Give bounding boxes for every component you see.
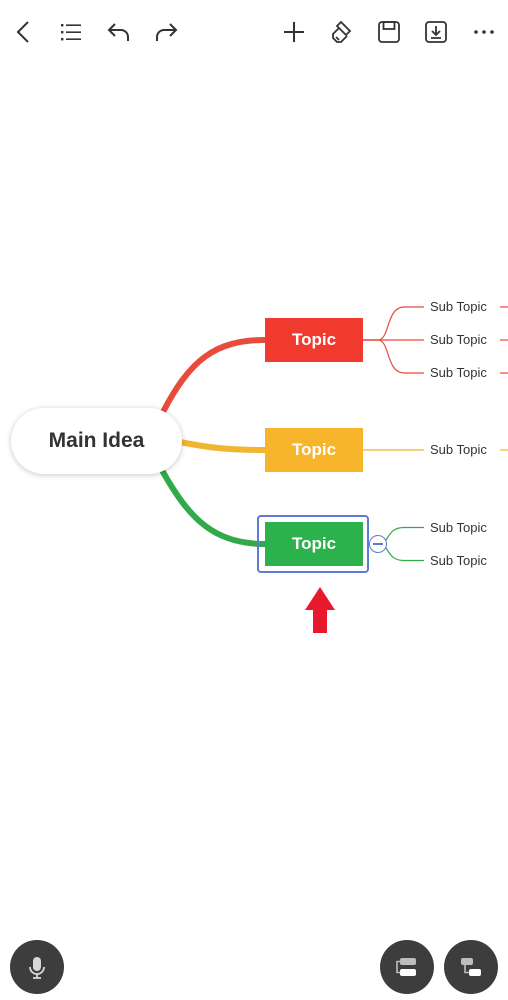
top-toolbar <box>0 0 508 64</box>
microphone-icon <box>29 957 45 979</box>
add-icon[interactable] <box>276 14 312 50</box>
subtopic-connector <box>363 339 424 374</box>
more-icon[interactable] <box>466 14 502 50</box>
undo-icon[interactable] <box>101 14 137 50</box>
main-branch-connector <box>160 469 268 547</box>
subtopic-label[interactable]: Sub Topic <box>430 332 487 347</box>
redo-icon[interactable] <box>148 14 184 50</box>
collapse-subtopics-button[interactable] <box>369 535 387 553</box>
back-icon[interactable] <box>6 14 42 50</box>
format-brush-icon[interactable] <box>323 14 359 50</box>
save-icon[interactable] <box>371 14 407 50</box>
main-idea-node[interactable]: Main Idea <box>11 408 182 474</box>
main-branch-connector <box>160 337 268 415</box>
topic-node[interactable]: Topic <box>265 428 363 472</box>
topic-node[interactable]: Topic <box>265 522 363 566</box>
microphone-button[interactable] <box>10 940 64 994</box>
subtopic-label[interactable]: Sub Topic <box>430 552 487 568</box>
add-sibling-topic-icon <box>396 958 416 976</box>
annotation-arrow <box>305 587 335 633</box>
add-sibling-topic-button[interactable] <box>380 940 434 994</box>
add-subtopic-icon <box>461 958 481 976</box>
topic-node[interactable]: Topic <box>265 318 363 362</box>
subtopic-label[interactable]: Sub Topic <box>430 365 487 380</box>
subtopic-label[interactable]: Sub Topic <box>430 299 487 314</box>
outline-list-icon[interactable] <box>53 14 89 50</box>
add-subtopic-button[interactable] <box>444 940 498 994</box>
subtopic-label[interactable]: Sub Topic <box>430 519 487 535</box>
subtopic-label[interactable]: Sub Topic <box>430 442 487 457</box>
main-branch-connector <box>177 439 268 453</box>
subtopic-connector <box>363 306 424 341</box>
export-icon[interactable] <box>418 14 454 50</box>
